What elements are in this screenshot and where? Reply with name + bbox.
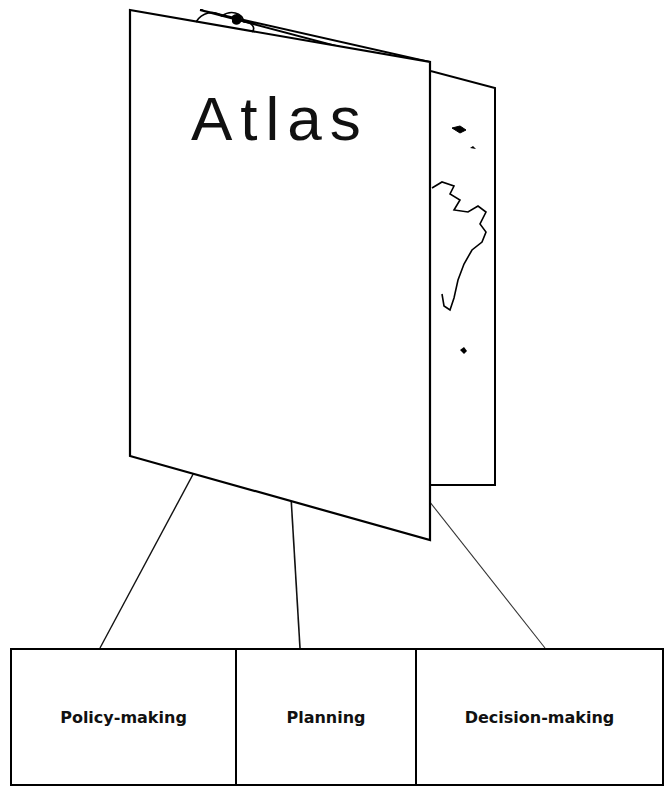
- box-label: Policy-making: [54, 708, 193, 727]
- atlas-book: Atlas: [128, 6, 500, 544]
- book-title: Atlas: [191, 83, 369, 154]
- box-label: Decision-making: [459, 708, 621, 727]
- map-fragment: [460, 347, 467, 354]
- map-fragment: [232, 14, 242, 25]
- label-box: Planning: [235, 648, 417, 786]
- map-fragment: [452, 126, 466, 133]
- label-box: Decision-making: [415, 648, 664, 786]
- box-label: Planning: [280, 708, 371, 727]
- front-page: [130, 10, 430, 540]
- label-box: Policy-making: [10, 648, 237, 786]
- map-fragment: [470, 146, 476, 149]
- map-fragment: [196, 13, 254, 32]
- map-outline: [432, 182, 486, 310]
